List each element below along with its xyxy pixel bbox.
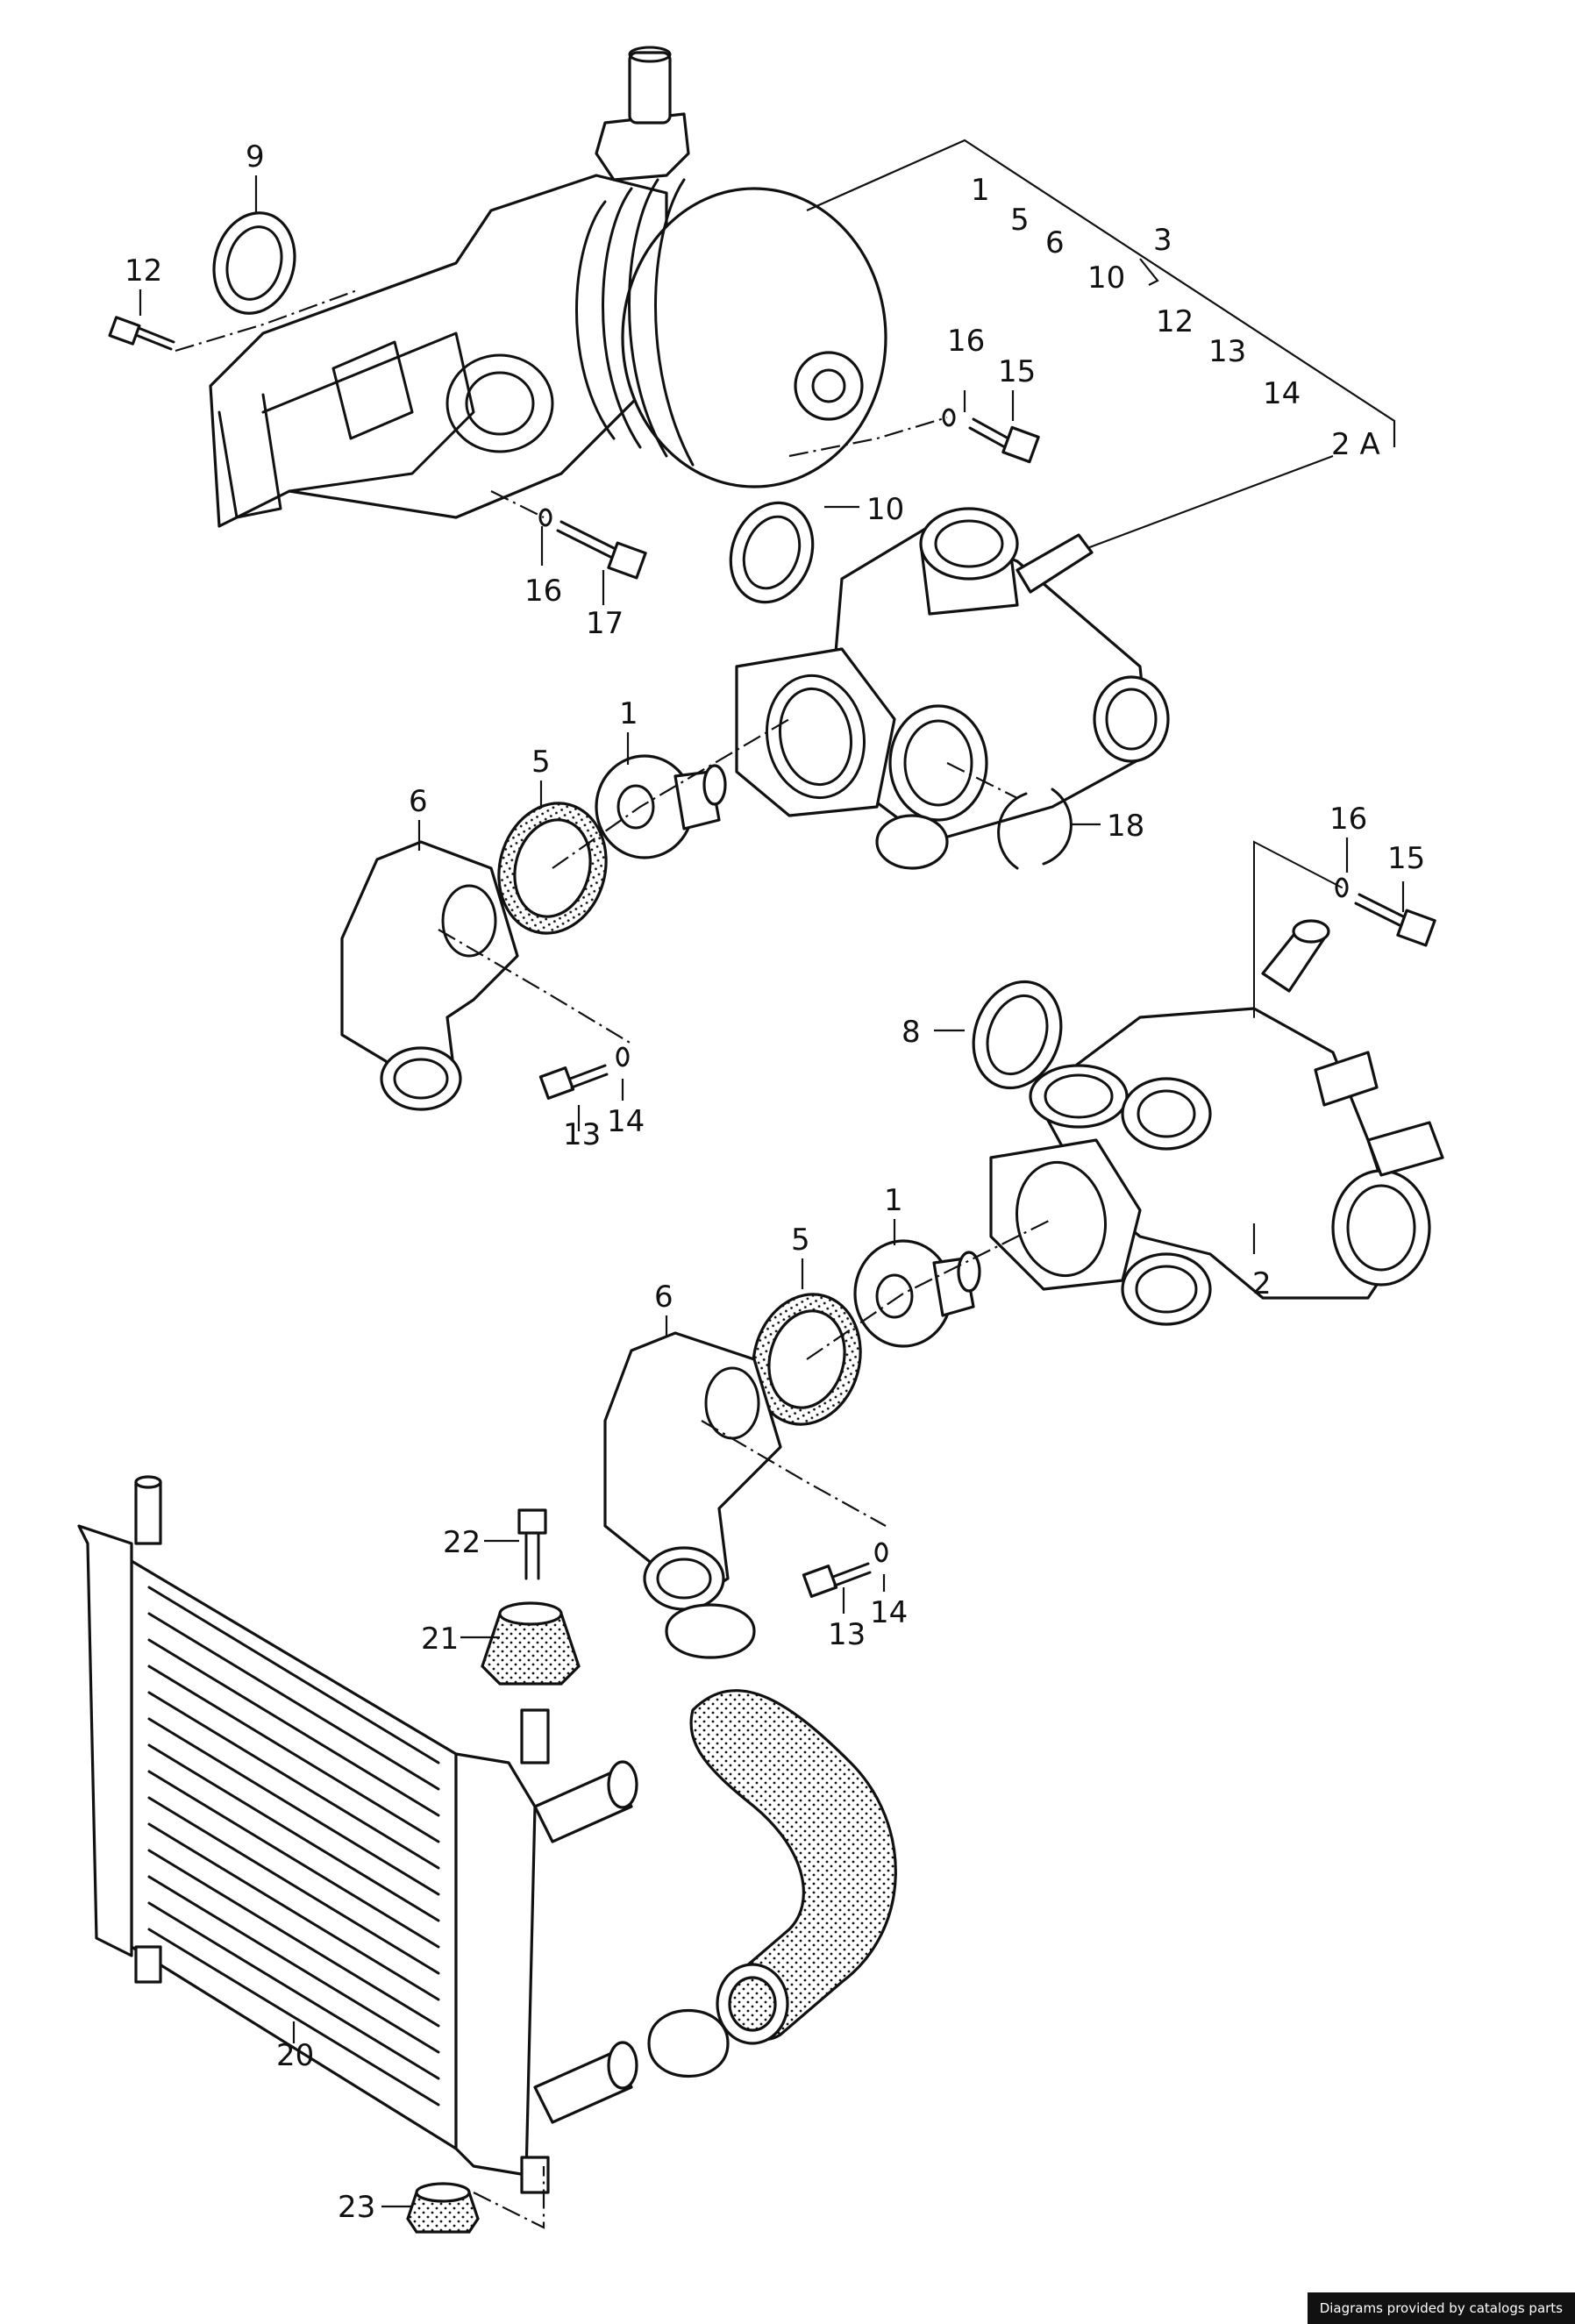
- bolt-22: [517, 1508, 547, 1580]
- clip-18: [997, 788, 1073, 870]
- callout-1-top: 1: [971, 173, 990, 208]
- callout-14-upper: 14: [607, 1104, 645, 1139]
- callout-2: 2: [1252, 1266, 1272, 1301]
- bolt-15-lower: [1335, 877, 1436, 947]
- thermostat-housing-upper: [729, 501, 1170, 870]
- hose-clamp-upper: [665, 1603, 756, 1659]
- gasket-8: [972, 980, 1063, 1090]
- callout-20: 20: [276, 2038, 314, 2073]
- callout-21: 21: [421, 1622, 459, 1657]
- bolt-15-upper: [942, 408, 1040, 464]
- callout-16-lower: 16: [1329, 802, 1367, 837]
- thermostat-1-lower: [853, 1239, 981, 1348]
- callout-15-lower: 15: [1387, 841, 1425, 876]
- gasket-9: [212, 211, 296, 315]
- callout-16-upper-right: 16: [947, 324, 985, 359]
- callout-8: 8: [902, 1015, 921, 1050]
- callout-13-upper: 13: [563, 1117, 601, 1152]
- callout-3: 3: [1153, 223, 1172, 258]
- water-pump-assembly: [209, 46, 887, 528]
- hose-clamp-lower: [647, 2008, 730, 2078]
- elbow-6-lower: [603, 1331, 782, 1607]
- radiator: [77, 1475, 638, 2194]
- rubber-mount-23: [406, 2182, 480, 2234]
- callout-14-lower: 14: [870, 1595, 908, 1630]
- callout-10: 10: [866, 492, 904, 527]
- pump-top-fitting: [595, 112, 690, 182]
- rubber-mount-21: [481, 1601, 581, 1686]
- callout-5-upper: 5: [531, 745, 551, 780]
- bolt-13-lower: [802, 1542, 888, 1598]
- callout-12-top: 12: [1156, 304, 1194, 339]
- thermostat-housing-lower: [972, 919, 1444, 1326]
- callout-6-lower: 6: [654, 1280, 673, 1315]
- callout-13-lower: 13: [828, 1617, 866, 1652]
- callout-1-lower: 1: [884, 1183, 903, 1218]
- callout-17: 17: [586, 606, 624, 641]
- bolt-12: [108, 316, 175, 351]
- callout-5-lower: 5: [791, 1223, 810, 1258]
- gasket-10: [729, 501, 815, 604]
- callout-labels: 1 5 6 10 3 12 13 14 2 A 9 12 16 15 10 16…: [125, 139, 1425, 2225]
- callout-10-top: 10: [1087, 260, 1125, 296]
- bolt-17: [538, 508, 647, 580]
- callout-5-top: 5: [1010, 203, 1030, 238]
- callout-22: 22: [443, 1525, 481, 1560]
- callout-16-left: 16: [524, 574, 562, 609]
- callout-13-top: 13: [1208, 334, 1246, 369]
- callout-6-upper: 6: [409, 784, 428, 819]
- callout-6-top: 6: [1045, 225, 1065, 260]
- callout-15-upper: 15: [998, 354, 1036, 389]
- bolt-13-upper: [538, 1046, 630, 1100]
- callout-14-top: 14: [1263, 376, 1301, 411]
- callout-12: 12: [125, 253, 162, 289]
- callout-leaders: [139, 139, 1405, 2208]
- callout-2a: 2 A: [1331, 427, 1380, 462]
- thermostat-1-upper: [595, 754, 727, 859]
- callout-9: 9: [246, 139, 265, 175]
- diagram-credit: Diagrams provided by catalogs parts: [1307, 2292, 1575, 2324]
- callout-23: 23: [338, 2190, 375, 2225]
- callout-1-upper: 1: [619, 696, 638, 731]
- callout-18: 18: [1107, 809, 1144, 844]
- elbow-6-upper: [340, 840, 519, 1107]
